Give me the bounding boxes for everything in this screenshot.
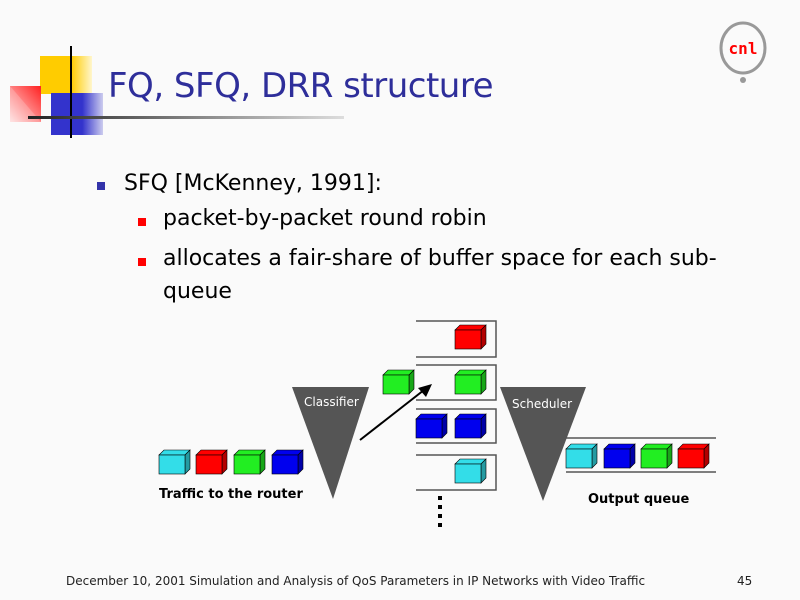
arrow-head-icon: [418, 384, 432, 397]
title-ornament: [10, 46, 344, 138]
scheduler-triangle: [500, 387, 586, 501]
classified-packet-green: [382, 369, 415, 395]
traffic-packet-cyan: [158, 449, 191, 475]
footer-text: December 10, 2001 Simulation and Analysi…: [66, 574, 646, 588]
classifier-label: Classifier: [304, 395, 359, 409]
cnl-logo: cnl: [719, 21, 767, 83]
sub-queues: [416, 320, 716, 491]
sub-bullet-fair-share: allocates a fair-share of buffer space f…: [163, 246, 717, 271]
svg-text:cnl: cnl: [729, 39, 758, 58]
output-packet-green: [640, 443, 673, 469]
sub-queue-1: [416, 320, 497, 358]
bullet-square-icon: [138, 218, 146, 226]
queue4-packet-cyan: [454, 458, 487, 484]
output-packet-blue: [603, 443, 636, 469]
output-queue-label: Output queue: [588, 492, 689, 507]
sub-queue-3: [416, 408, 497, 444]
bullet-square-icon: [138, 258, 146, 266]
classifier-arrow: [359, 389, 425, 441]
traffic-packet-green: [233, 449, 266, 475]
queue2-packet-green: [454, 369, 487, 395]
bullet-sfq: SFQ [McKenney, 1991]:: [124, 171, 382, 196]
queue3-packet-blue: [454, 413, 487, 439]
slide-title: FQ, SFQ, DRR structure: [108, 66, 493, 106]
scheduler-label: Scheduler: [512, 397, 572, 411]
sfq-diagram: Classifier Scheduler Traffic to the rout…: [158, 320, 716, 527]
more-queues-dots: [438, 496, 442, 527]
traffic-packet-red: [195, 449, 228, 475]
queue3-packet-blue: [415, 413, 448, 439]
traffic-packet-blue: [271, 449, 304, 475]
sub-queue-2: [416, 364, 497, 401]
sub-bullet-round-robin: packet-by-packet round robin: [163, 206, 487, 231]
output-packet-cyan: [565, 443, 598, 469]
output-packet-red: [677, 443, 710, 469]
queue1-packet-red: [454, 324, 487, 350]
packets: [158, 324, 710, 484]
bullet-square-icon: [97, 182, 105, 190]
traffic-label: Traffic to the router: [159, 487, 303, 502]
sub-queue-4: [416, 454, 497, 491]
sub-bullet-fair-share-cont: queue: [163, 279, 232, 304]
classifier-triangle: [292, 387, 369, 499]
page-number: 45: [737, 574, 753, 588]
